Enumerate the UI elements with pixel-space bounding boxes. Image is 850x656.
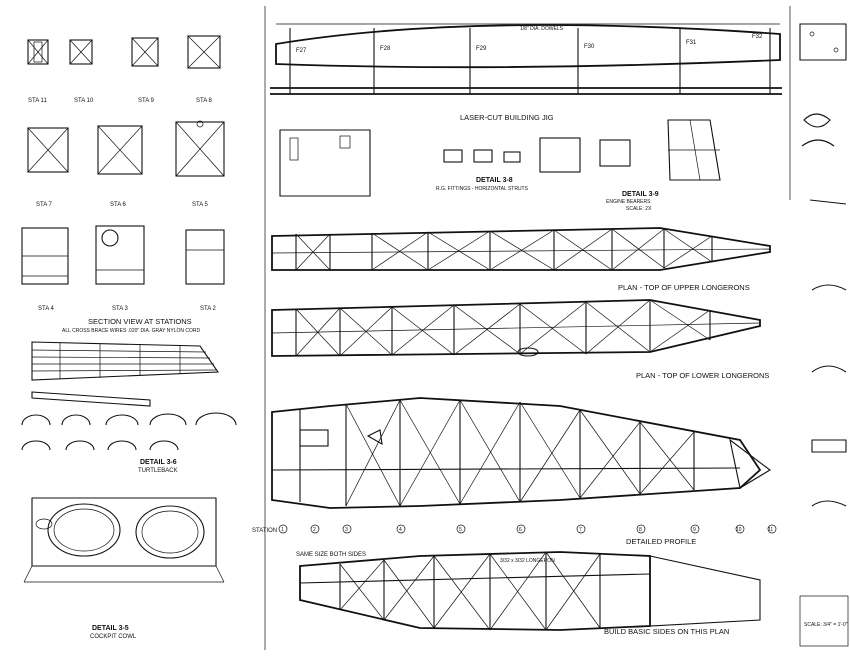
sta-11-label: STA 11 (28, 98, 47, 104)
station-marker-7 (576, 524, 586, 534)
turtleback-side-strip (31, 391, 151, 407)
upper-plan-title: PLAN - TOP OF UPPER LONGERONS (618, 283, 750, 292)
detail-3-8-title: DETAIL 3-8 (476, 177, 513, 184)
cowl-detail-caption: COCKPIT COWL (90, 634, 137, 640)
jig-slot-left (289, 137, 299, 161)
right-edge-parts (799, 23, 847, 507)
station-num-11: 11 (768, 527, 773, 533)
station-num-3: 3 (345, 527, 348, 533)
station-num-9: 9 (693, 527, 696, 533)
upper-longerons-plan (271, 227, 771, 271)
station-marker-2 (310, 524, 320, 534)
station-marker-3 (342, 524, 352, 534)
turtleback-detail-title: DETAIL 3-6 (140, 459, 177, 466)
sta-5-label: STA 5 (192, 202, 209, 208)
lower-plan-title: PLAN - TOP OF LOWER LONGERONS (636, 371, 769, 380)
station-view-sta-11 (27, 39, 49, 65)
station-view-sta-9 (131, 37, 159, 67)
sta-4-label: STA 4 (38, 306, 55, 312)
scale-label: SCALE: 3/4" = 1'-0" (804, 622, 848, 628)
station-marker-11 (767, 524, 777, 534)
station-view-sta-5 (175, 120, 225, 177)
longeron-callout: 3/32 x 3/32 LONGERON (500, 558, 555, 564)
station-view-sta-6 (97, 125, 143, 175)
section-views-note: ALL CROSS BRACE WIRES .020" DIA. GRAY NY… (62, 328, 200, 334)
station-view-sta-10 (69, 39, 93, 65)
cockpit-cowl (23, 497, 225, 583)
profile-title: DETAILED PROFILE (626, 537, 696, 546)
station-view-sta-3 (95, 225, 145, 285)
fittings-details (443, 119, 721, 181)
sta-10-label: STA 10 (74, 98, 94, 104)
station-num-2: 2 (313, 527, 316, 533)
station-row-label: STATION (252, 528, 277, 534)
jig-part-f17 (279, 129, 371, 197)
station-num-5: 5 (459, 527, 462, 533)
station-markers: STATION 1 2 3 4 5 6 7 8 9 10 11 (252, 524, 777, 534)
sta-8-label: STA 8 (196, 98, 213, 104)
jig-former-f28: F28 (380, 46, 391, 52)
station-marker-5 (456, 524, 466, 534)
station-view-sta-8 (187, 35, 221, 69)
station-view-sta-4 (21, 227, 69, 285)
station-marker-8 (636, 524, 646, 534)
jig-former-f29: F29 (476, 46, 487, 52)
station-num-7: 7 (579, 527, 582, 533)
turtleback-detail-caption: TURTLEBACK (138, 468, 178, 474)
detail-3-9-scale: SCALE: 2X (626, 206, 652, 212)
sta-7-label: STA 7 (36, 202, 53, 208)
station-num-10: 10 (736, 527, 742, 533)
detailed-profile (271, 397, 771, 509)
station-marker-6 (516, 524, 526, 534)
station-view-sta-7 (27, 127, 69, 173)
jig-former-f32: F32 (752, 34, 763, 40)
station-view-sta-2 (185, 229, 225, 285)
sta-3-label: STA 3 (112, 306, 129, 312)
station-marker-9 (690, 524, 700, 534)
turtleback-stringers (31, 341, 220, 381)
sta-2-label: STA 2 (200, 306, 217, 312)
title-block (799, 595, 849, 647)
build-sides-note: BUILD BASIC SIDES ON THIS PLAN (604, 627, 729, 636)
station-num-4: 4 (399, 527, 402, 533)
station-marker-10 (735, 524, 745, 534)
jig-slot-right (339, 135, 351, 149)
cowl-detail-title: DETAIL 3-5 (92, 625, 129, 632)
sta-6-label: STA 6 (110, 202, 127, 208)
jig-former-f27: F27 (296, 48, 307, 54)
station-marker-4 (396, 524, 406, 534)
detail-3-8-caption: R.G. FITTINGS - HORIZONTAL STRUTS (436, 186, 529, 192)
station-views (21, 35, 225, 285)
lower-longerons-plan (271, 299, 761, 357)
sta-9-label: STA 9 (138, 98, 155, 104)
sides-note: SAME SIZE BOTH SIDES (296, 552, 366, 558)
station-num-1: 1 (281, 527, 284, 533)
jig-dowel-note: 1/8" DIA. DOWELS (520, 26, 564, 32)
building-jig (270, 23, 782, 95)
detail-3-9-caption: ENGINE BEARERS (606, 199, 651, 205)
section-views-title: SECTION VIEW AT STATIONS (88, 317, 192, 326)
detail-3-9-title: DETAIL 3-9 (622, 191, 659, 198)
jig-former-f30: F30 (584, 44, 595, 50)
jig-former-f31: F31 (686, 40, 697, 46)
station-marker-1 (278, 524, 288, 534)
jig-title: LASER-CUT BUILDING JIG (460, 113, 554, 122)
station-num-6: 6 (519, 527, 522, 533)
station-num-8: 8 (639, 527, 642, 533)
turtleback-formers (21, 412, 237, 451)
basic-side-plan (299, 551, 761, 631)
